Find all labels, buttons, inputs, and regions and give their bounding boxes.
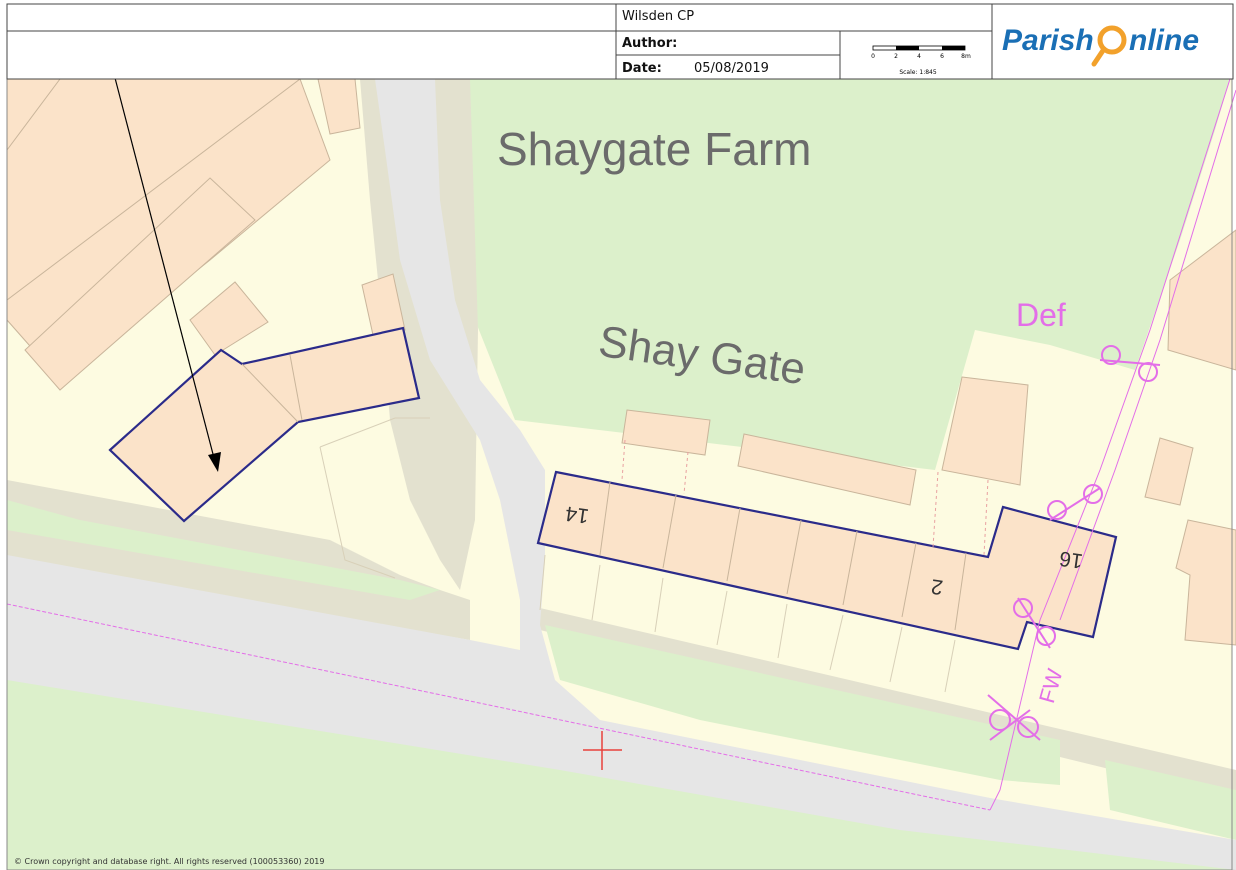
terrace-divisions — [599, 481, 967, 631]
house-number-14: 14 — [564, 501, 591, 527]
svg-text:4: 4 — [917, 53, 921, 60]
garden-lines — [621, 439, 989, 556]
footpath-lines — [6, 78, 1236, 811]
centre-cross-marker — [583, 731, 622, 770]
svg-text:6: 6 — [940, 53, 944, 60]
svg-text:2: 2 — [894, 53, 898, 60]
road-band — [7, 610, 1236, 870]
green-area-farm — [435, 79, 1230, 470]
grass-strip-left — [7, 500, 440, 600]
svg-text:nline: nline — [1129, 24, 1199, 57]
scale-bar: 0 2 4 6 8m Scale: 1:845 — [871, 45, 971, 76]
front-garden-lines — [539, 554, 956, 693]
scale-text: Scale: 1:845 — [899, 69, 937, 76]
parish-online-logo: Parish nline — [1002, 24, 1199, 67]
grass-strip-bottom — [7, 680, 1236, 870]
svg-text:8m: 8m — [961, 53, 971, 60]
svg-text:0: 0 — [871, 53, 875, 60]
grass-strip-mid — [545, 625, 1060, 785]
boundary-markers — [987, 345, 1161, 741]
plot-lines-left — [319, 417, 430, 579]
boundary-left-property — [108, 326, 421, 523]
author-label: Author: — [622, 36, 678, 51]
house-number-16: 16 — [1058, 546, 1084, 572]
verge-vertical — [360, 79, 478, 590]
place-name-shaygate-farm: Shaygate Farm — [497, 123, 811, 175]
buildings-left — [6, 78, 406, 391]
house-number-2: 2 — [930, 574, 945, 598]
road-main — [7, 79, 1236, 870]
date-value: 05/08/2019 — [694, 61, 769, 76]
svg-text:Parish: Parish — [1002, 24, 1094, 57]
magnifier-icon — [1097, 25, 1127, 55]
boundary-terrace — [536, 470, 1118, 651]
pointer-arrow — [95, 4, 221, 472]
parish-name: Wilsden CP — [622, 9, 695, 24]
label-def: Def — [1016, 297, 1066, 333]
grass-strip-right — [1105, 760, 1236, 840]
header-frame — [6, 3, 1234, 80]
buildings-right — [621, 229, 1236, 646]
copyright-notice: © Crown copyright and database right. Al… — [14, 857, 325, 866]
date-label: Date: — [622, 61, 662, 76]
